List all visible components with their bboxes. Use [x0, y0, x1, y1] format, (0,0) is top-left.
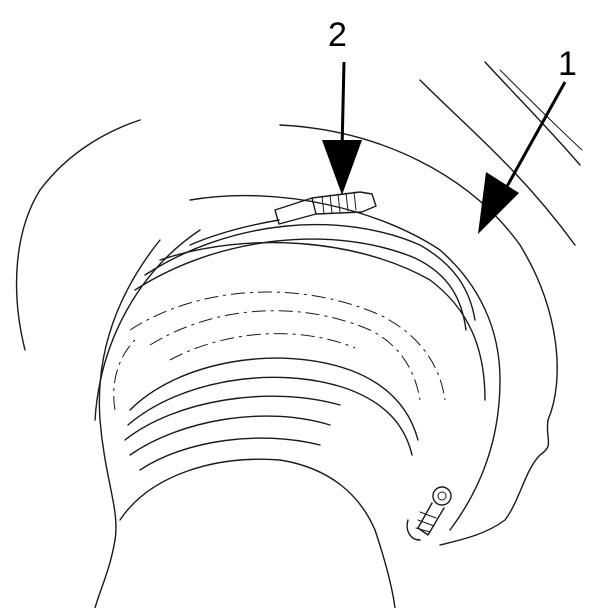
sensor-1	[406, 486, 452, 541]
arrow-1	[478, 81, 567, 234]
sensor-2	[189, 191, 377, 246]
callout-1: 1	[558, 45, 577, 83]
arrow-2	[322, 61, 362, 195]
callout-2: 2	[328, 16, 347, 54]
sensor-ring	[134, 223, 476, 331]
bore-rings	[94, 357, 419, 608]
shell	[94, 194, 501, 541]
outer-housing	[15, 61, 583, 546]
inner-dashed-contours	[113, 291, 446, 411]
